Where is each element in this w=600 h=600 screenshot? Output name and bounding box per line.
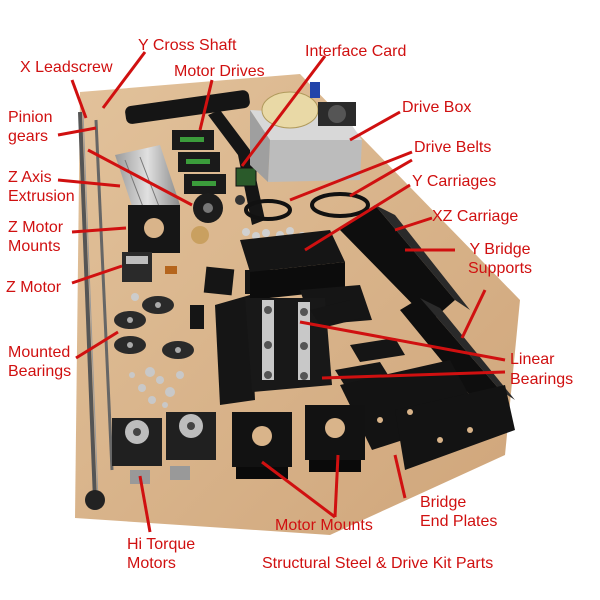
label-z-motor: Z Motor <box>6 279 62 296</box>
label-bridge-end-plates-line1: Bridge <box>420 494 467 511</box>
label-x-leadscrew: X Leadscrew <box>20 59 113 76</box>
z-motor <box>122 252 177 282</box>
cable-carrier-chain <box>125 90 265 225</box>
label-bridge-end-plates-line2: End Plates <box>420 513 498 530</box>
label-y-bridge-supports-line2: Supports <box>467 260 533 277</box>
label-z-motor-mounts-line2: Mounts <box>8 238 61 255</box>
label-hi-torque-motors-line1: Hi Torque <box>127 536 196 553</box>
x-leadscrew-rod <box>78 111 105 510</box>
motor-mounts <box>232 405 365 479</box>
bridge-end-plates <box>340 360 515 470</box>
leader-lines <box>57 51 506 533</box>
drive-box <box>250 82 362 182</box>
label-drive-belts: Drive Belts <box>414 139 492 156</box>
label-hi-torque-motors-line2: Motors <box>127 555 176 572</box>
label-mounted-bearings-line2: Bearings <box>8 363 72 380</box>
motor-drives <box>172 130 226 194</box>
label-mounted-bearings-line1: Mounted <box>8 344 71 361</box>
label-pinion-gears-line2: gears <box>8 128 49 145</box>
label-linear-bearings-line1: Linear <box>510 351 555 368</box>
y-bridge-supports <box>340 205 515 405</box>
label-z-axis-extrusion-line2: Extrusion <box>8 188 75 205</box>
label-xz-carriage: XZ Carriage <box>432 208 519 225</box>
drive-belts <box>244 192 370 221</box>
label-y-cross-shaft: Y Cross Shaft <box>138 37 237 54</box>
label-linear-bearings-line2: Bearings <box>510 371 574 388</box>
caption: Structural Steel & Drive Kit Parts <box>262 555 494 572</box>
pinion-gears <box>191 193 245 244</box>
label-pinion-gears-line1: Pinion <box>8 109 53 126</box>
interface-card <box>235 167 257 187</box>
z-motor-mounts <box>128 205 180 253</box>
label-z-motor-mounts-line1: Z Motor <box>8 219 64 236</box>
label-interface-card: Interface Card <box>305 43 407 60</box>
label-y-carriages: Y Carriages <box>412 173 497 190</box>
hardware-pile <box>129 367 184 408</box>
label-motor-drives: Motor Drives <box>174 63 265 80</box>
label-motor-mounts: Motor Mounts <box>275 517 373 534</box>
label-z-axis-extrusion-line1: Z Axis <box>8 169 52 186</box>
hi-torque-motors <box>112 412 216 484</box>
label-drive-box: Drive Box <box>402 99 472 116</box>
mounted-bearings <box>114 293 194 359</box>
label-y-bridge-supports-line1: Y Bridge <box>469 241 531 258</box>
y-cross-shaft-rod <box>94 119 114 471</box>
xz-carriage <box>215 295 332 405</box>
